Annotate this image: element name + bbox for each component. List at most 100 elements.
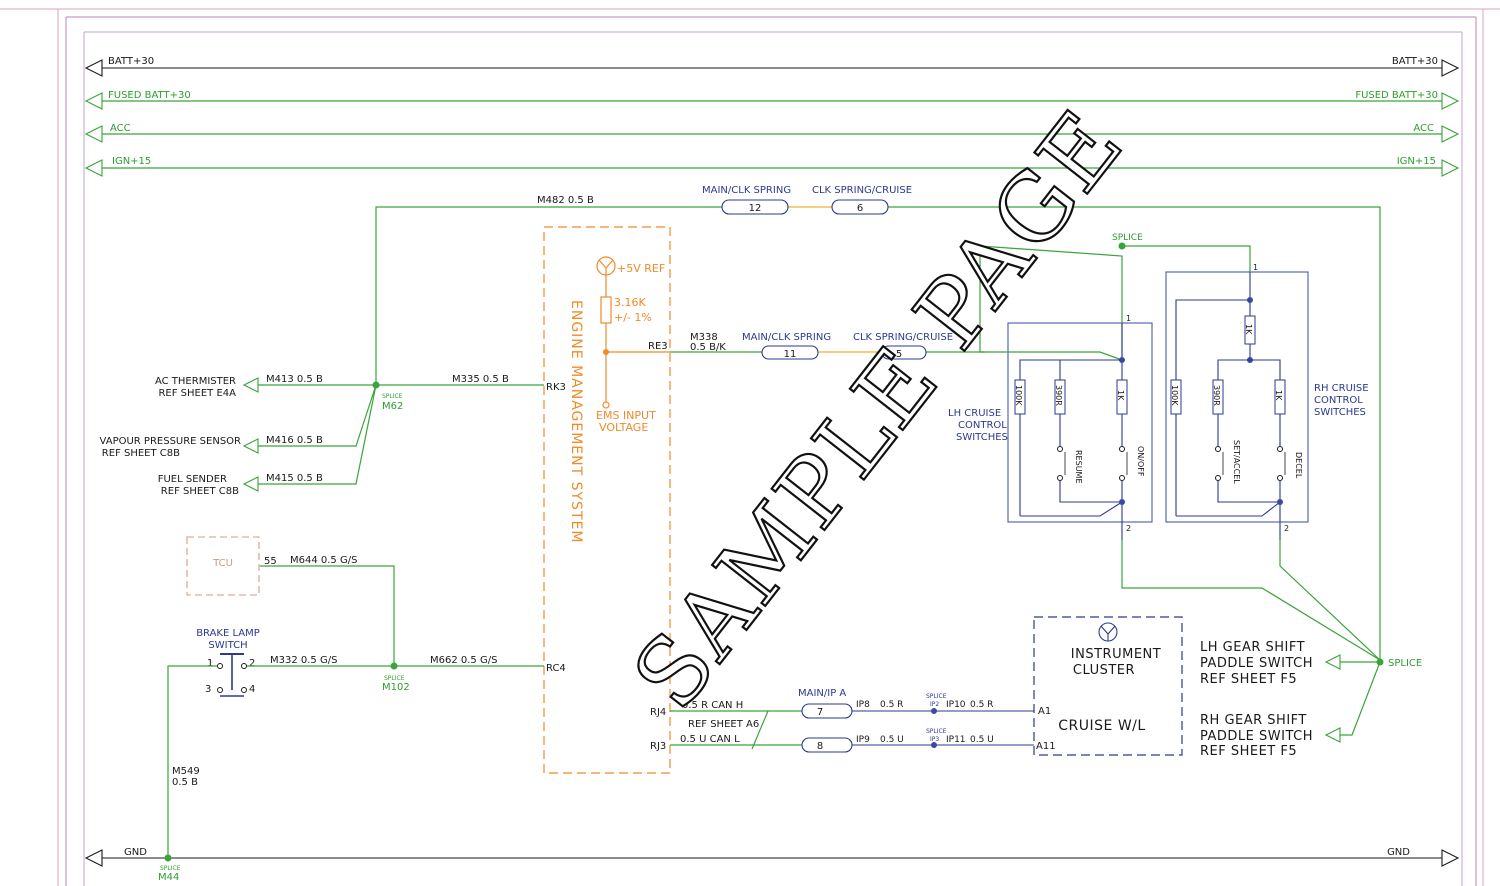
cruise-warning-lamp: CRUISE W/L (1058, 718, 1145, 734)
connector-12 (721, 199, 789, 215)
ems-input-label-2: VOLTAGE (599, 421, 648, 434)
lh-pin-1: 1 (1126, 314, 1131, 323)
splice-m102-dot (390, 662, 398, 670)
sheet-border (0, 8, 1500, 886)
m338-size: 0.5 B/K (690, 342, 726, 353)
lh-switches-label-1: LH CRUISE (948, 408, 1001, 419)
acc-right-label: ACC (1413, 123, 1434, 134)
ems-box (543, 226, 671, 774)
can-l-label: 0.5 U CAN L (680, 734, 740, 745)
m549-size: 0.5 B (172, 777, 198, 788)
connector-5-pin: 5 (896, 349, 902, 360)
main-ip-a-title: MAIN/IP A (798, 688, 846, 699)
connector-8-pin: 8 (817, 741, 823, 752)
brake-pin-4: 4 (249, 684, 255, 695)
splice-m62-group: SPLICE M62 M335 0.5 B M413 0.5 B M416 0.… (100, 374, 544, 497)
wire-m338: M338 0.5 B/K MAIN/CLK SPRING CLK SPRING/… (670, 332, 985, 360)
cluster-title-2: CLUSTER (1073, 663, 1135, 678)
lh-paddle-ref-1: LH GEAR SHIFT (1200, 640, 1305, 655)
lh-switches-label-3: SWITCHES (956, 432, 1008, 443)
m335-label: M335 0.5 B (452, 374, 509, 385)
connector-6 (831, 199, 889, 215)
lh-switch-box (1007, 322, 1153, 523)
splice-m44-dot (164, 854, 172, 862)
m549-label: M549 (172, 766, 200, 777)
cluster-box (1033, 616, 1183, 756)
rh-set-accel-label: SET/ACCEL (1232, 440, 1241, 484)
rail-ign: IGN+15 IGN+15 (84, 156, 1460, 177)
lh-r1-label: 100K (1014, 385, 1023, 406)
ac-thermister-ref-1: AC THERMISTER (155, 376, 236, 387)
splice-top-group: SPLICE (1112, 233, 1251, 272)
ems-resistor-value: 3.16K (614, 296, 646, 309)
lh-switches-label-2: CONTROL (958, 420, 1007, 431)
splice-m44-name: M44 (158, 872, 179, 883)
rh-r3-label: 1K (1274, 390, 1283, 401)
splice-top-label: SPLICE (1112, 233, 1143, 243)
wire-m482: M482 0.5 B MAIN/CLK SPRING CLK SPRING/CR… (375, 185, 1381, 660)
pin-rk3: RK3 (546, 382, 566, 393)
connector-12-pin: 12 (749, 203, 762, 214)
rail-gnd: GND GND (84, 847, 1460, 867)
vapour-sensor-ref-1: VAPOUR PRESSURE SENSOR (100, 436, 242, 447)
fuel-sender-ref-2: REF SHEET C8B (161, 486, 239, 497)
ems-module: ENGINE MANAGEMENT SYSTEM +5V REF 3.16K +… (543, 226, 671, 774)
ign-left-label: IGN+15 (112, 156, 151, 167)
rh-switches-label-2: CONTROL (1314, 395, 1363, 406)
rh-r0-label: 1K (1244, 324, 1253, 335)
brake-lamp-label-2: SWITCH (208, 640, 247, 651)
vapour-sensor-ref-2: REF SHEET C8B (102, 448, 180, 459)
brake-pin-1: 1 (207, 658, 213, 669)
cluster-title-1: INSTRUMENT (1071, 647, 1161, 662)
lh-paddle-ref-2: PADDLE SWITCH (1200, 656, 1313, 671)
splice-ip2-tag: SPLICE (926, 693, 947, 700)
rh-switches-label-1: RH CRUISE (1314, 383, 1369, 394)
clk-spring-conn-12-title: MAIN/CLK SPRING (702, 185, 791, 196)
connector-11-pin: 11 (784, 349, 797, 360)
rh-r1-label: 100K (1170, 385, 1179, 406)
gnd-left-label: GND (124, 847, 147, 858)
can-bus: 0.5 R CAN H 0.5 U CAN L REF SHEET A6 MAI… (670, 688, 1034, 753)
rh-paddle-ref-1: RH GEAR SHIFT (1200, 713, 1307, 728)
tcu-box (186, 536, 260, 596)
fuel-sender-ref-1: FUEL SENDER (158, 474, 227, 485)
m416-label: M416 0.5 B (266, 435, 323, 446)
connector-11 (761, 345, 819, 360)
connector-7 (801, 703, 853, 719)
pin-rj4: RJ4 (650, 707, 666, 718)
clk-cruise-conn-5-title: CLK SPRING/CRUISE (853, 332, 953, 343)
m662-label: M662 0.5 G/S (430, 655, 497, 666)
rh-paddle-ref-3: REF SHEET F5 (1200, 744, 1297, 759)
can-h-label: 0.5 R CAN H (682, 700, 743, 711)
cluster-pin-a11: A11 (1036, 741, 1056, 752)
cluster-pin-a1: A1 (1038, 706, 1051, 717)
lh-r3-label: 1K (1116, 390, 1125, 401)
lh-paddle-ref-3: REF SHEET F5 (1200, 672, 1297, 687)
connector-5 (881, 345, 927, 360)
rail-batt: BATT+30 BATT+30 (84, 56, 1460, 77)
splice-top-dot (1118, 242, 1126, 250)
lh-r2-label: 390R (1054, 385, 1063, 406)
pin-rc4: RC4 (546, 663, 566, 674)
splice-ip3-tag: SPLICE (926, 728, 947, 735)
ip10-label: IP10 (946, 700, 966, 710)
splice-m102-tag: SPLICE (384, 675, 405, 682)
brake-lamp-switch (217, 653, 247, 697)
lh-cruise-switches: 100K 390R 1K RESUME ON/OFF 1 2 LH CRUISE… (948, 245, 1381, 661)
rh-decel-label: DECEL (1294, 452, 1303, 479)
splice-ip2-name: IP2 (930, 701, 939, 708)
splice-ip2-dot (931, 708, 937, 714)
rail-fused-batt: FUSED BATT+30 FUSED BATT+30 (84, 90, 1460, 110)
m338-label: M338 (690, 332, 718, 343)
can-wire-u-1: 0.5 U (880, 735, 904, 745)
ip11-label: IP11 (946, 735, 966, 745)
acc-left-label: ACC (110, 123, 131, 134)
m415-label: M415 0.5 B (266, 473, 323, 484)
batt-right-label: BATT+30 (1392, 56, 1438, 67)
connector-6-pin: 6 (857, 203, 863, 214)
paddle-switch-group: SPLICE LH GEAR SHIFT PADDLE SWITCH REF S… (1200, 640, 1422, 759)
splice-m102-name: M102 (382, 682, 410, 693)
rh-pin-1: 1 (1253, 263, 1258, 272)
can-wire-r-1: 0.5 R (880, 700, 903, 710)
